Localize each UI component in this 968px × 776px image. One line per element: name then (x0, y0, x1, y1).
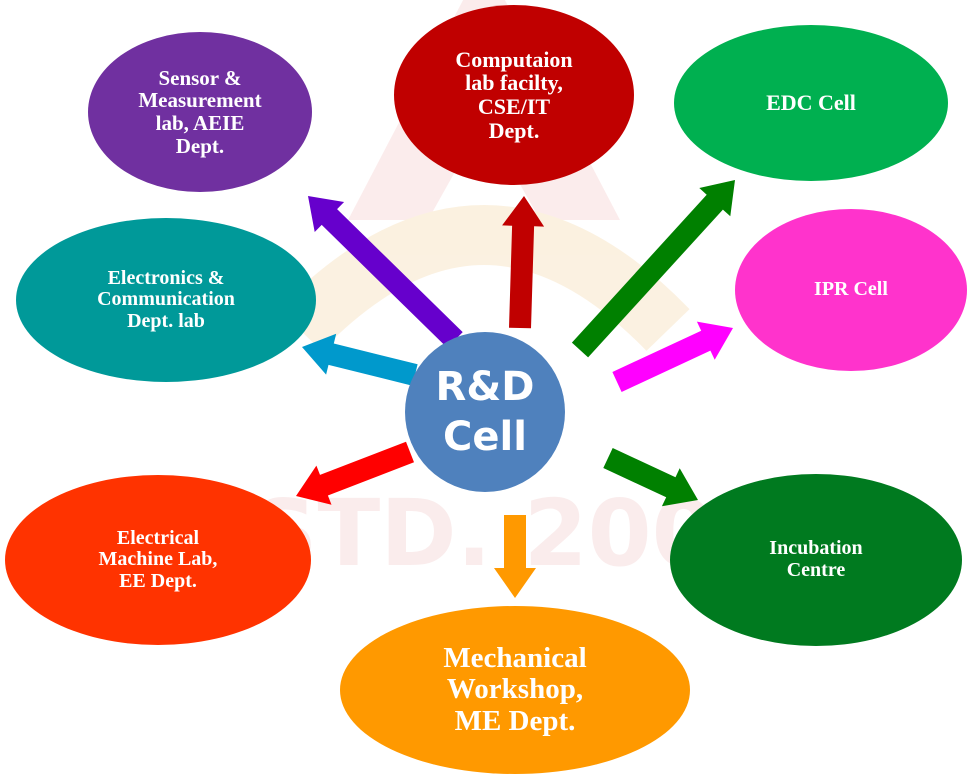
node-computation (394, 5, 634, 185)
arrow-to-edc (571, 180, 735, 358)
node-mechanical (340, 606, 690, 774)
arrow-to-computation (502, 196, 545, 329)
node-edc (674, 25, 948, 181)
ellipses-layer (5, 5, 967, 774)
node-ipr (735, 209, 967, 371)
arrow-to-sensor (308, 196, 463, 348)
arrows-layer (296, 180, 735, 598)
node-sensor (88, 32, 312, 192)
node-electrical (5, 475, 311, 645)
arrow-to-electronics (302, 333, 418, 386)
arrow-to-ipr (612, 321, 733, 392)
watermark-arc (278, 205, 690, 351)
arrow-to-electrical (296, 441, 414, 505)
node-electronics (16, 218, 316, 382)
node-incubation (670, 474, 962, 646)
center-node (405, 332, 565, 492)
arrow-to-mechanical (494, 515, 536, 598)
arrow-to-incubation (603, 448, 698, 507)
